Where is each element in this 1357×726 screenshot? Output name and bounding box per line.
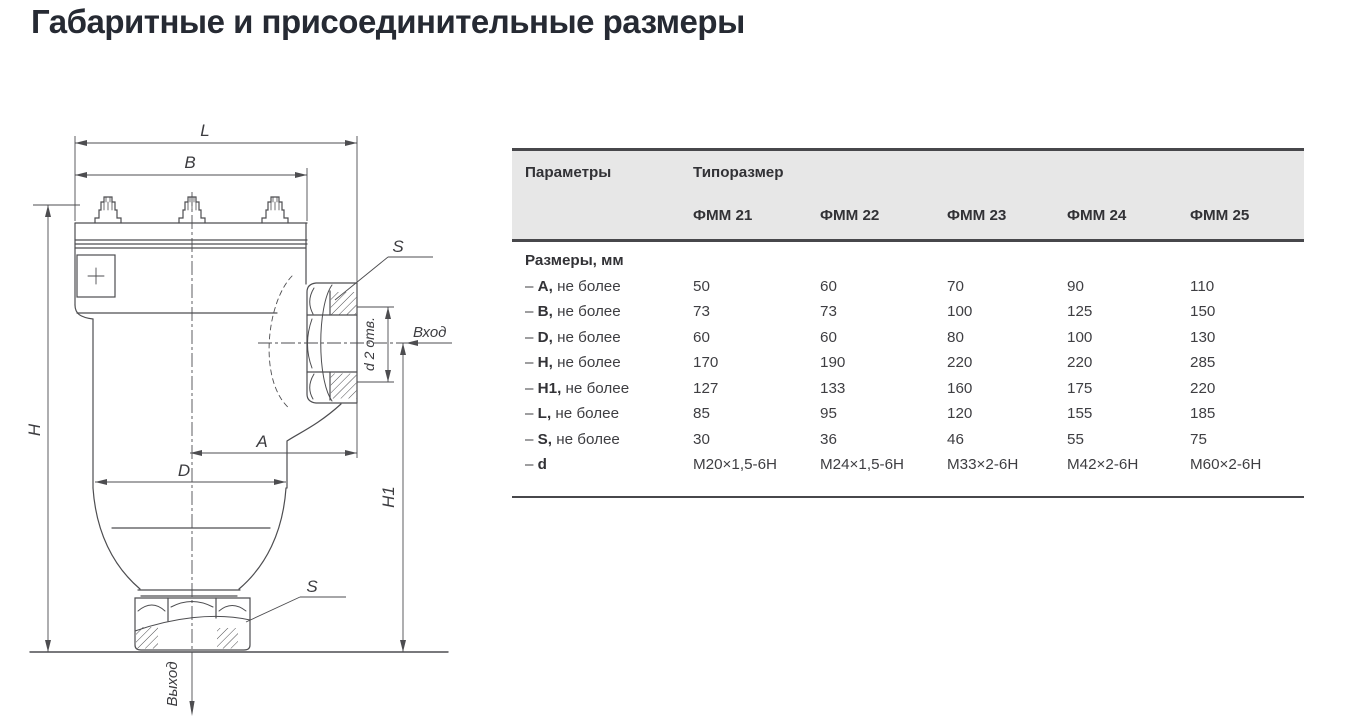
column-header-model: ФММ 22 [820, 207, 880, 224]
column-header-model: ФММ 21 [693, 207, 753, 224]
param-cell: – B, не более [525, 303, 621, 320]
value-cell: 125 [1067, 303, 1093, 320]
value-cell: М42×2-6Н [1067, 456, 1139, 473]
value-cell: М24×1,5-6Н [820, 456, 904, 473]
value-cell: 220 [1190, 379, 1216, 397]
table-row: – S, не более 30 36 46 55 75 [512, 427, 1304, 453]
column-header-parameters: Параметры [525, 164, 612, 181]
table-row: – B, не более 73 73 100 125 150 [512, 299, 1304, 325]
value-cell: 73 [820, 303, 837, 320]
dim-label-H: H [25, 423, 44, 436]
centerlines [191, 192, 420, 650]
value-cell: 127 [693, 379, 719, 397]
value-cell: 73 [693, 303, 710, 320]
value-cell: 155 [1067, 405, 1093, 422]
value-cell: 130 [1190, 328, 1216, 346]
dim-label-B: B [184, 153, 195, 172]
column-header-model: ФММ 24 [1067, 207, 1127, 224]
param-cell: – d [525, 456, 547, 473]
bowl [92, 487, 287, 597]
table-row: – D, не более 60 60 80 100 130 [512, 325, 1304, 351]
value-cell: 220 [1067, 354, 1093, 371]
filter-body-outline [29, 196, 449, 653]
hidden-body-arc [268, 275, 293, 410]
sight-window [76, 254, 116, 298]
value-cell: 100 [1067, 328, 1093, 346]
value-cell: 175 [1067, 379, 1093, 397]
dim-label-d-holes: d 2 отв. [361, 317, 377, 371]
dim-label-H1: H1 [379, 486, 398, 508]
dimension-arrows [45, 140, 418, 716]
value-cell: М60×2-6Н [1190, 456, 1262, 473]
dim-label-S-top: S [392, 237, 404, 256]
value-cell: 120 [947, 405, 973, 422]
outlet-label: Выход [164, 661, 181, 706]
param-cell: – A, не более [525, 277, 621, 295]
value-cell: 285 [1190, 354, 1216, 371]
value-cell: 170 [693, 354, 719, 371]
param-cell: – H, не более [525, 354, 621, 371]
dim-label-D: D [178, 461, 190, 480]
value-cell: 100 [947, 303, 973, 320]
dimension-lines [33, 136, 452, 712]
bolt [94, 196, 122, 224]
value-cell: 46 [947, 430, 964, 448]
value-cell: 110 [1190, 277, 1215, 295]
value-cell: 60 [820, 328, 837, 346]
dim-label-S-bottom: S [306, 577, 318, 596]
value-cell: 95 [820, 405, 837, 422]
column-group-typesize: Типоразмер [693, 164, 784, 181]
value-cell: 60 [693, 328, 710, 346]
value-cell: 80 [947, 328, 964, 346]
value-cell: 160 [947, 379, 973, 397]
table-row: – H1, не более 127 133 160 175 220 [512, 376, 1304, 402]
section-row: Размеры, мм [512, 248, 1304, 274]
param-cell: – H1, не более [525, 379, 630, 397]
value-cell: 220 [947, 354, 973, 371]
section-label: Размеры, мм [525, 252, 624, 269]
inlet-label: Вход [413, 324, 446, 341]
hatch-areas [136, 292, 357, 649]
table-row: – d М20×1,5-6Н М24×1,5-6Н М33×2-6Н М42×2-6Н М… [512, 452, 1304, 478]
value-cell: 55 [1067, 430, 1084, 448]
column-header-model: ФММ 23 [947, 207, 1007, 224]
value-cell: 190 [820, 354, 846, 371]
value-cell: 133 [820, 379, 846, 397]
value-cell: 60 [820, 277, 837, 295]
table-row: – L, не более 85 95 120 155 185 [512, 401, 1304, 427]
bolt [261, 196, 289, 224]
value-cell: 185 [1190, 405, 1216, 422]
table-row: – H, не более 170 190 220 220 285 [512, 350, 1304, 376]
value-cell: 36 [820, 430, 837, 448]
value-cell: 30 [693, 430, 710, 448]
column-header-model: ФММ 25 [1190, 207, 1250, 224]
table-row: – A, не более 50 60 70 90 110 [512, 274, 1304, 300]
filter-technical-drawing: L B H H1 A D S S d 2 отв. Вход Выход [25, 121, 452, 716]
value-cell: 90 [1067, 277, 1084, 295]
value-cell: 150 [1190, 303, 1216, 320]
dim-label-L: L [200, 121, 209, 140]
param-cell: – L, не более [525, 405, 620, 422]
value-cell: 85 [693, 405, 710, 422]
value-cell: 75 [1190, 430, 1207, 448]
param-cell: – D, не более [525, 328, 621, 346]
model-header-row: ФММ 21 ФММ 22 ФММ 23 ФММ 24 ФММ 25 [512, 207, 1304, 224]
value-cell: 70 [947, 277, 964, 295]
param-cell: – S, не более [525, 430, 620, 448]
value-cell: М20×1,5-6Н [693, 456, 777, 473]
value-cell: М33×2-6Н [947, 456, 1019, 473]
table-body: Размеры, мм – A, не более 50 60 70 90 110 – B, … [512, 242, 1304, 498]
dim-label-A: A [255, 432, 267, 451]
page-title: Габаритные и присоединительные размеры [31, 3, 745, 40]
value-cell: 50 [693, 277, 710, 295]
